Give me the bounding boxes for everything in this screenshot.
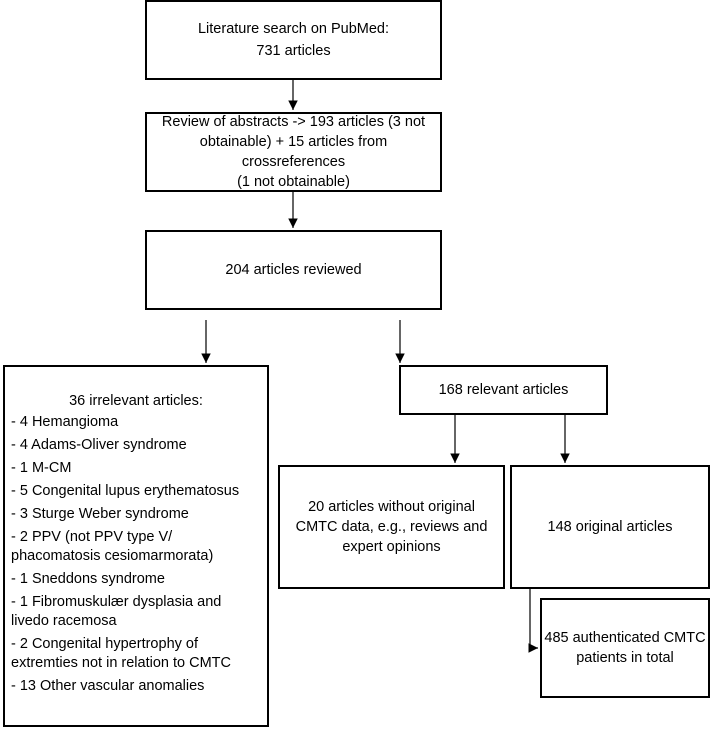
relevant-box: 168 relevant articles [399, 365, 608, 415]
without-original-box: 20 articles without original CMTC data, … [278, 465, 505, 589]
abstracts-line-1: Review of abstracts -> 193 articles (3 n… [161, 114, 426, 130]
irrelevant-item: - 13 Other vascular anomalies [11, 678, 205, 694]
original-box: 148 original articles [510, 465, 710, 589]
irrelevant-item: - 2 Congenital hypertrophy of extremties… [11, 636, 231, 671]
irrelevant-item: - 5 Congenital lupus erythematosus [11, 483, 240, 499]
irrelevant-item: - 1 Fibromuskulær dysplasia and livedo r… [11, 594, 222, 629]
search-line-1: Literature search on PubMed: [197, 21, 390, 37]
abstracts-box: Review of abstracts -> 193 articles (3 n… [145, 112, 442, 192]
irrelevant-item: - 4 Adams-Oliver syndrome [11, 437, 187, 453]
irrelevant-list: - 4 Hemangioma - 4 Adams-Oliver syndrome… [5, 413, 267, 696]
abstracts-line-2: obtainable) + 15 articles from crossrefe… [199, 134, 388, 170]
reviewed-text: 204 articles reviewed [225, 262, 362, 278]
irrelevant-box: 36 irrelevant articles: - 4 Hemangioma -… [3, 365, 269, 727]
authenticated-box: 485 authenticated CMTC patients in total [540, 598, 710, 698]
search-line-2: 731 articles [256, 43, 331, 59]
without-original-line-1: 20 articles without original [308, 499, 475, 515]
irrelevant-item: - 1 Sneddons syndrome [11, 571, 165, 587]
search-box: Literature search on PubMed: 731 article… [145, 0, 442, 80]
abstracts-line-3: (1 not obtainable) [237, 174, 350, 190]
irrelevant-item: - 4 Hemangioma [11, 414, 119, 430]
arrow-original-to-authenticated [528, 589, 538, 653]
original-text: 148 original articles [547, 519, 673, 535]
irrelevant-item: - 1 M-CM [11, 460, 72, 476]
without-original-line-3: expert opinions [342, 539, 441, 555]
authenticated-line-2: patients in total [576, 650, 674, 666]
irrelevant-item: - 2 PPV (not PPV type V/ phacomatosis ce… [11, 529, 214, 564]
without-original-line-2: CMTC data, e.g., reviews and [295, 519, 488, 535]
authenticated-line-1: 485 authenticated CMTC [544, 630, 706, 646]
irrelevant-item: - 3 Sturge Weber syndrome [11, 506, 189, 522]
reviewed-box: 204 articles reviewed [145, 230, 442, 310]
relevant-text: 168 relevant articles [438, 382, 569, 398]
irrelevant-title: 36 irrelevant articles: [69, 393, 203, 409]
